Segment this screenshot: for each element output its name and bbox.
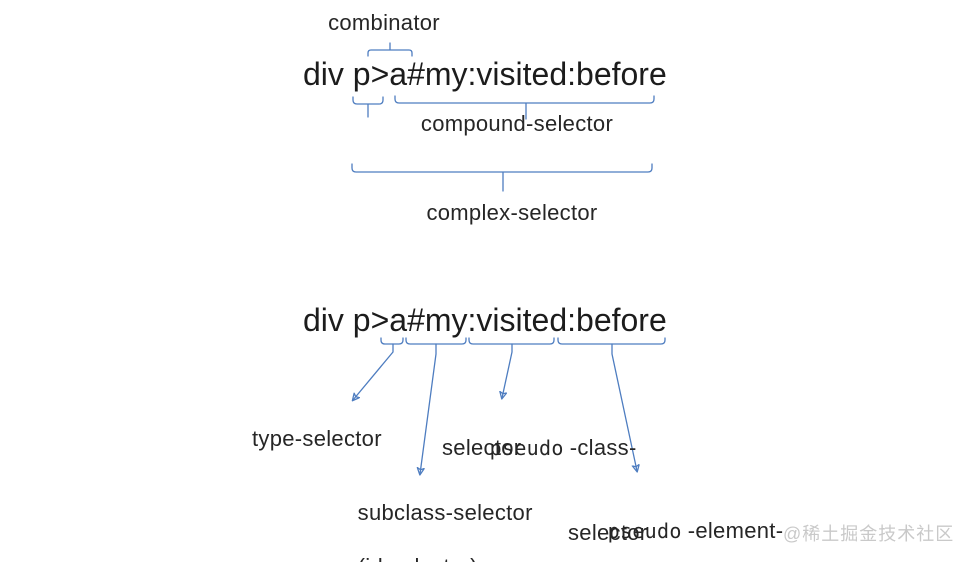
complex-selector-underbrace (351, 163, 653, 192)
subclass-selector-underbrace (405, 337, 467, 345)
juejin-watermark: @稀土掘金技术社区 (783, 524, 955, 544)
complex-selector-label: complex-selector (426, 200, 598, 225)
pseudo-element-label-line2: selector (568, 520, 648, 545)
pseudo-class-label-line2: selector (442, 435, 522, 460)
compound-selector-label: compound-selector (420, 111, 614, 136)
descendant-combinator-underbrace (352, 96, 384, 118)
pseudo-class-word: pseudo (489, 436, 564, 460)
subclass-selector-label: subclass-selector (id-selector) (332, 472, 533, 562)
selector-example-bottom: div p>a#my:visited:before (303, 302, 667, 338)
pseudo-class-arrow (502, 343, 513, 398)
selector-example-top: div p>a#my:visited:before (303, 56, 667, 92)
type-selector-label: type-selector (252, 426, 382, 451)
pseudo-element-rest: -element- (687, 518, 784, 543)
pseudo-element-underbrace (557, 337, 666, 345)
type-selector-arrow (353, 343, 394, 400)
pseudo-element-label-line1: pseudo-element- (582, 492, 783, 562)
subclass-selector-label-line1: subclass-selector (357, 500, 533, 525)
pseudo-class-label-line1: pseudo-class- (464, 409, 637, 487)
combinator-overbrace (367, 42, 413, 57)
subclass-selector-sub-label: (id-selector) (358, 554, 478, 562)
combinator-label: combinator (328, 10, 440, 35)
pseudo-element-word: pseudo (607, 519, 682, 543)
pseudo-class-rest: -class- (569, 435, 637, 460)
type-selector-underbrace (380, 337, 404, 345)
pseudo-class-underbrace (468, 337, 555, 345)
subclass-selector-arrow (420, 343, 437, 474)
